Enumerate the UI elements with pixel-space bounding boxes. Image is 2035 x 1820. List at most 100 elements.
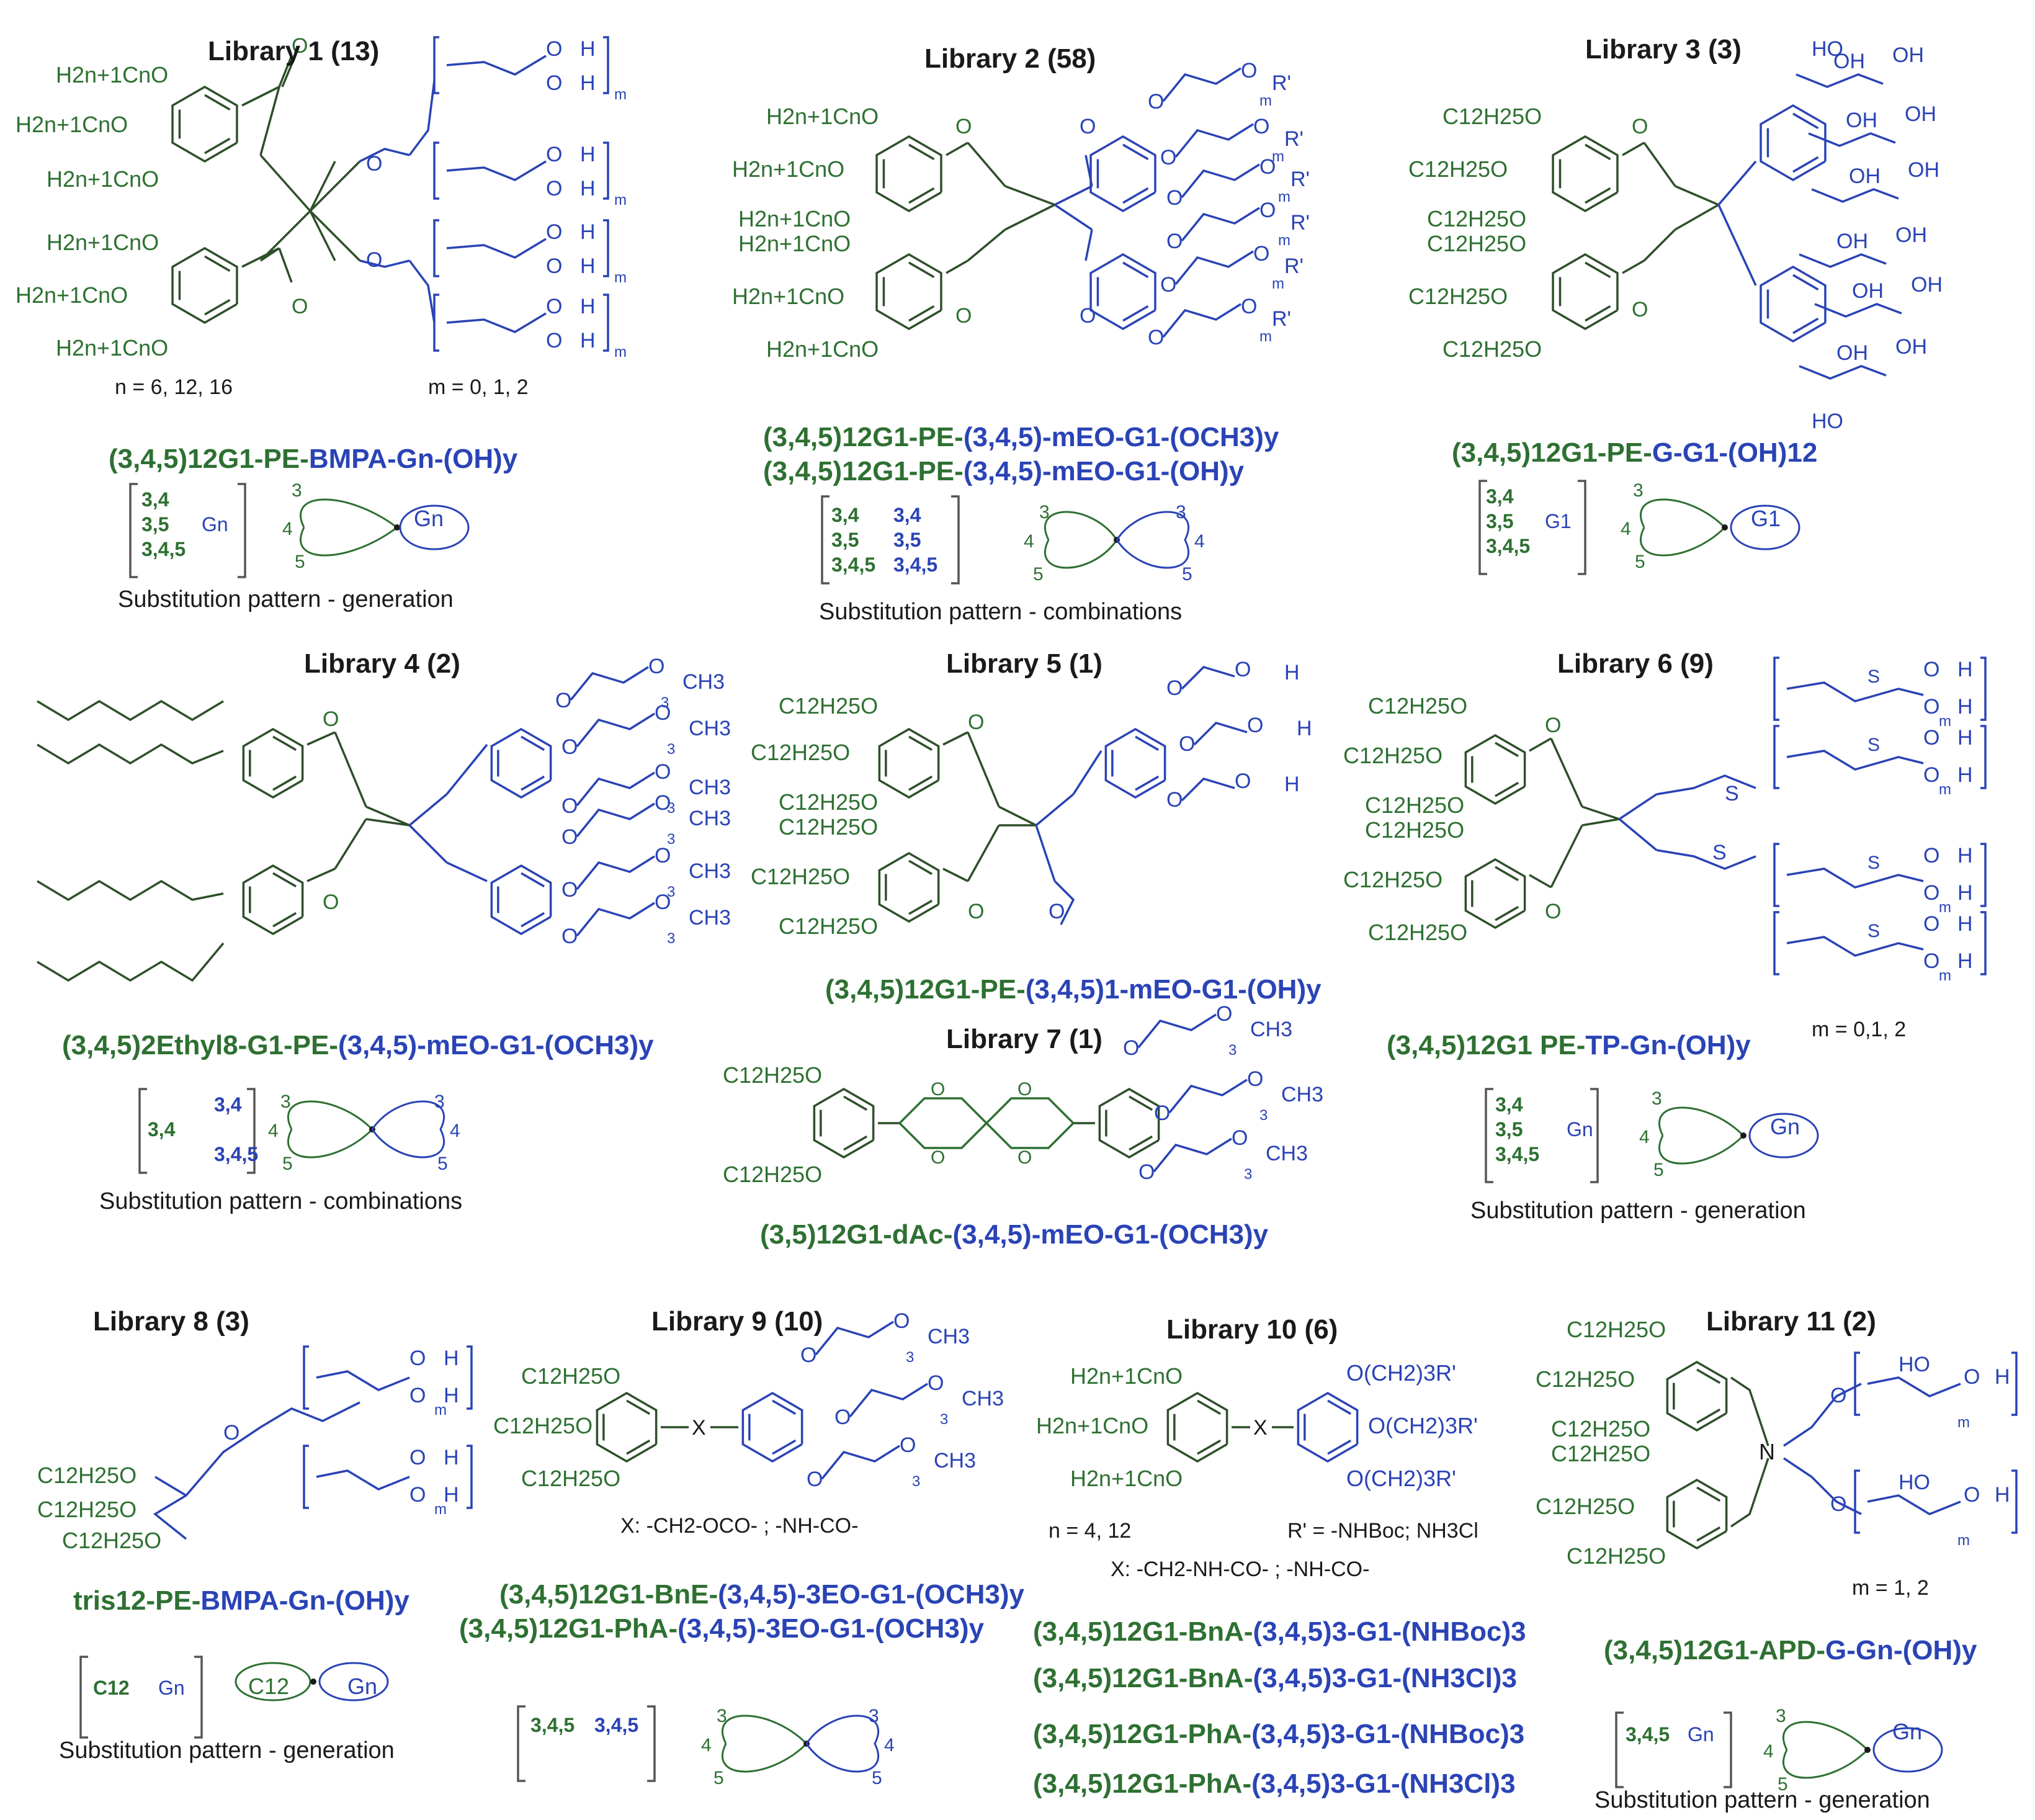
aromatic-double-bond	[204, 255, 231, 272]
l1-alkyl-label: H2n+1CnO	[56, 62, 169, 87]
ether-oxygen: O	[1830, 1384, 1846, 1407]
bond-line	[1618, 818, 1658, 851]
polymer-bracket	[1773, 843, 1779, 907]
bond-line	[281, 56, 296, 87]
ether-oxygen: O	[561, 878, 578, 902]
carbonyl-oxygen: O	[968, 900, 984, 923]
thioglycerol-chain	[1786, 750, 1924, 771]
aromatic-double-bond	[204, 94, 231, 111]
position-label: 3	[1176, 502, 1186, 522]
terminal-group: R'	[1290, 168, 1310, 191]
position-label: 5	[1182, 564, 1192, 585]
l2-compound-name-2: (3,4,5)12G1-PE-(3,4,5)-mEO-G1-(OH)y	[763, 456, 1245, 486]
repeat-index: 3	[912, 1473, 920, 1490]
benzene-ring	[490, 864, 552, 936]
ether-oxygen: O	[1253, 115, 1269, 138]
ring-oxygen: O	[1018, 1147, 1032, 1168]
hydroxyl-oxygen: O	[546, 329, 562, 352]
ether-oxygen: O	[1247, 1067, 1263, 1091]
carbonyl-oxygen: O	[292, 295, 308, 318]
pattern-bracket	[1590, 1088, 1599, 1183]
aromatic-double-bond	[908, 187, 935, 204]
eo-chain	[1162, 67, 1241, 102]
polymer-bracket	[467, 1445, 473, 1509]
amine-nitrogen: N	[1759, 1439, 1775, 1464]
bond-line	[946, 141, 968, 156]
carbonyl-oxygen: O	[323, 890, 339, 914]
aromatic-double-bond	[521, 735, 545, 751]
polymer-bracket	[1773, 911, 1779, 975]
ether-sidechain: O(CH2)3R'	[1346, 1360, 1456, 1386]
l11-cartoon-label: Gn	[1892, 1719, 1923, 1744]
aromatic-double-bond	[1327, 1399, 1352, 1415]
glycerol-chain	[1808, 132, 1896, 147]
hydroxyl-group: OH	[1911, 273, 1943, 297]
repeat-index-m: m	[1957, 1532, 1970, 1549]
aromatic-double-bond	[1122, 143, 1149, 161]
bond-line	[1717, 204, 1757, 286]
l9-x-note: X: -CH2-OCO- ; -NH-CO-	[620, 1514, 859, 1538]
bond-line	[306, 731, 336, 746]
alkoxy-label: H2n+1CnO	[1036, 1413, 1148, 1438]
bond-chain	[37, 879, 224, 902]
bond-line	[942, 867, 968, 882]
terminal-group: R'	[1290, 211, 1310, 235]
repeat-index-m: m	[614, 269, 627, 286]
bond-chain	[446, 312, 547, 333]
aromatic-double-bond	[1585, 261, 1611, 279]
alkoxy-label: C12H25O	[1365, 817, 1464, 843]
alkoxy-label: C12H25O	[1343, 743, 1442, 768]
terminal-group: R'	[1284, 254, 1304, 278]
alkoxy-label: C12H25O	[1365, 792, 1464, 818]
l6-cartoon-label: Gn	[1770, 1114, 1800, 1139]
alkoxy-label: C12H25O	[1442, 104, 1542, 129]
alkoxy-label: H2n+1CnO	[1070, 1363, 1183, 1389]
alkoxy-label: C12H25O	[1536, 1366, 1635, 1392]
benzene-ring	[878, 727, 940, 799]
alkoxy-label: H2n+1CnO	[732, 284, 844, 309]
ester-oxygen: O	[366, 152, 382, 176]
l10-r-note: R' = -NHBoc; NH3Cl	[1287, 1519, 1478, 1543]
alkoxy-label: C12H25O	[521, 1363, 620, 1389]
repeat-index: 3	[1259, 1107, 1268, 1124]
hydroxyl-oxygen: O	[1964, 1365, 1980, 1389]
pattern-bracket	[138, 1088, 147, 1174]
l1-alkyl-label: H2n+1CnO	[47, 230, 159, 255]
linker-x: X	[692, 1416, 706, 1440]
ring-oxygen: O	[931, 1147, 945, 1168]
polymer-bracket	[1773, 725, 1779, 789]
l3-pattern-right: G1	[1545, 510, 1572, 532]
polymer-bracket	[2011, 1469, 2018, 1534]
bond-line	[259, 86, 280, 156]
hydroxyl-hydrogen: H	[444, 1446, 459, 1469]
l9-compound-name-2: (3,4,5)12G1-PhA-(3,4,5)-3EO-G1-(OCH3)y	[459, 1613, 984, 1644]
hydroxyl-hydrogen: H	[1957, 763, 1973, 787]
pattern-bracket	[1724, 1711, 1732, 1788]
eo-chain	[849, 1383, 928, 1418]
glycerol-unit	[1867, 1376, 1961, 1397]
position-label: 5	[1778, 1774, 1788, 1795]
repeat-index-m: m	[1939, 713, 1951, 730]
hydroxyl-hydrogen: H	[1284, 773, 1300, 796]
carbonyl-oxygen: O	[1545, 900, 1561, 923]
hydroxyl-oxygen: O	[546, 71, 562, 95]
l4-pattern-right: 3,4 3,4,5	[214, 1093, 259, 1165]
polymer-bracket	[603, 36, 609, 94]
library-2-title: Library 2 (58)	[924, 43, 1096, 74]
l8-cartoon-left-label: C12	[248, 1674, 290, 1699]
polymer-bracket	[603, 219, 609, 277]
dioxane-ring	[985, 1097, 1075, 1149]
cartoon-junction-dot	[1864, 1747, 1871, 1753]
aromatic-double-bond	[272, 735, 297, 751]
alkoxy-label: C12H25O	[779, 693, 878, 719]
aromatic-double-bond	[1696, 1368, 1721, 1384]
polymer-bracket	[1980, 911, 1987, 975]
library-1-title: Library 1 (13)	[208, 36, 380, 66]
position-label: 4	[1024, 531, 1034, 552]
hydroxyl-oxygen: O	[1923, 763, 1939, 787]
l8-pattern-left: C12	[93, 1677, 130, 1699]
ether-oxygen: O	[1148, 326, 1164, 349]
benzene-ring	[1104, 727, 1166, 799]
bond-line	[1581, 805, 1620, 820]
polymer-bracket	[1854, 1352, 1860, 1416]
